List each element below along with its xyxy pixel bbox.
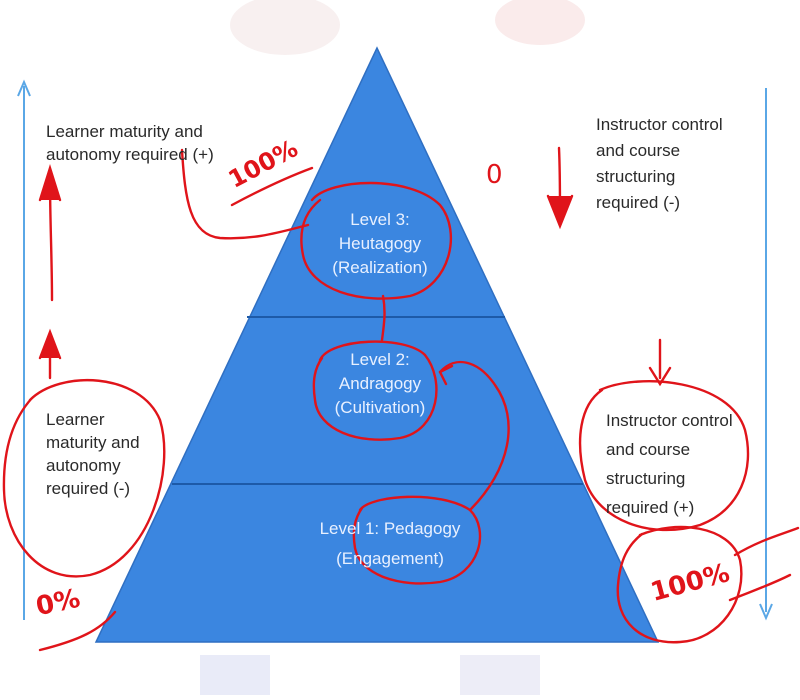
level-3-name: Heutagogy [338, 234, 422, 253]
level-1-title: Level 1: Pedagogy [319, 519, 461, 538]
circle-level2 [312, 340, 438, 441]
level-2-text: Level 2: Andragogy (Cultivation) [300, 348, 460, 420]
red-up-arrow-top-head [38, 163, 62, 202]
left-arrow-head [17, 79, 31, 97]
connector-3-2 [380, 294, 386, 342]
line-to-level3 [180, 148, 310, 240]
red-up-arrow-mid-head [38, 328, 62, 360]
left-bottom-label-line: maturity and [46, 433, 140, 452]
circle-level3 [300, 181, 453, 300]
left-bottom-label-line: autonomy [46, 456, 121, 475]
swoosh-right-2 [728, 573, 792, 602]
right-top-label-line: required (-) [596, 193, 681, 212]
left-top-label-line: Learner maturity and [46, 122, 203, 141]
left-top-label-line: autonomy required (+) [46, 145, 214, 164]
right-top-label: Instructor control and course structurin… [596, 112, 723, 216]
curve-1-to-2 [438, 360, 510, 512]
background-blob [200, 655, 270, 695]
level-1-text: Level 1: Pedagogy (Engagement) [280, 514, 500, 574]
curve-arrowhead [438, 364, 454, 386]
pyramid [94, 46, 660, 643]
right-bottom-label-line: Instructor control [606, 411, 733, 430]
right-top-label-line: structuring [596, 167, 676, 186]
level-1-subtitle: (Engagement) [336, 549, 444, 568]
right-top-label-line: and course [596, 141, 681, 160]
circle-level1 [352, 495, 482, 585]
underline-0 [38, 610, 117, 652]
right-bottom-label-line: required (+) [606, 498, 695, 517]
level-3-text: Level 3: Heutagogy (Realization) [300, 208, 460, 280]
right-arrow-head [759, 603, 773, 621]
left-bottom-label: Learner maturity and autonomy required (… [46, 408, 140, 500]
left-top-label: Learner maturity and autonomy required (… [46, 120, 214, 166]
circle-right-label [578, 380, 750, 532]
right-bottom-label-line: and course [606, 440, 691, 459]
level-2-title: Level 2: [350, 350, 410, 369]
red-down-arrow-mid-head [648, 366, 672, 387]
background-blob [495, 0, 585, 45]
background-blob [460, 655, 540, 695]
annotation-zero-top: 0 [486, 160, 503, 190]
right-bottom-label-line: structuring [606, 469, 686, 488]
right-bottom-label: Instructor control and course structurin… [606, 406, 733, 522]
underline-100 [230, 166, 314, 207]
background-blob [230, 0, 340, 55]
swoosh-right [733, 526, 800, 557]
level-2-subtitle: (Cultivation) [334, 398, 426, 417]
circle-100-bottom [616, 525, 743, 644]
left-bottom-label-line: Learner [46, 410, 105, 429]
left-bottom-label-line: required (-) [46, 479, 131, 498]
circle-left-label [2, 378, 166, 578]
level-3-title: Level 3: [350, 210, 410, 229]
red-down-arrow-top-head [546, 194, 574, 230]
level-2-name: Andragogy [338, 374, 422, 393]
level-3-subtitle: (Realization) [332, 258, 428, 277]
right-top-label-line: Instructor control [596, 115, 723, 134]
